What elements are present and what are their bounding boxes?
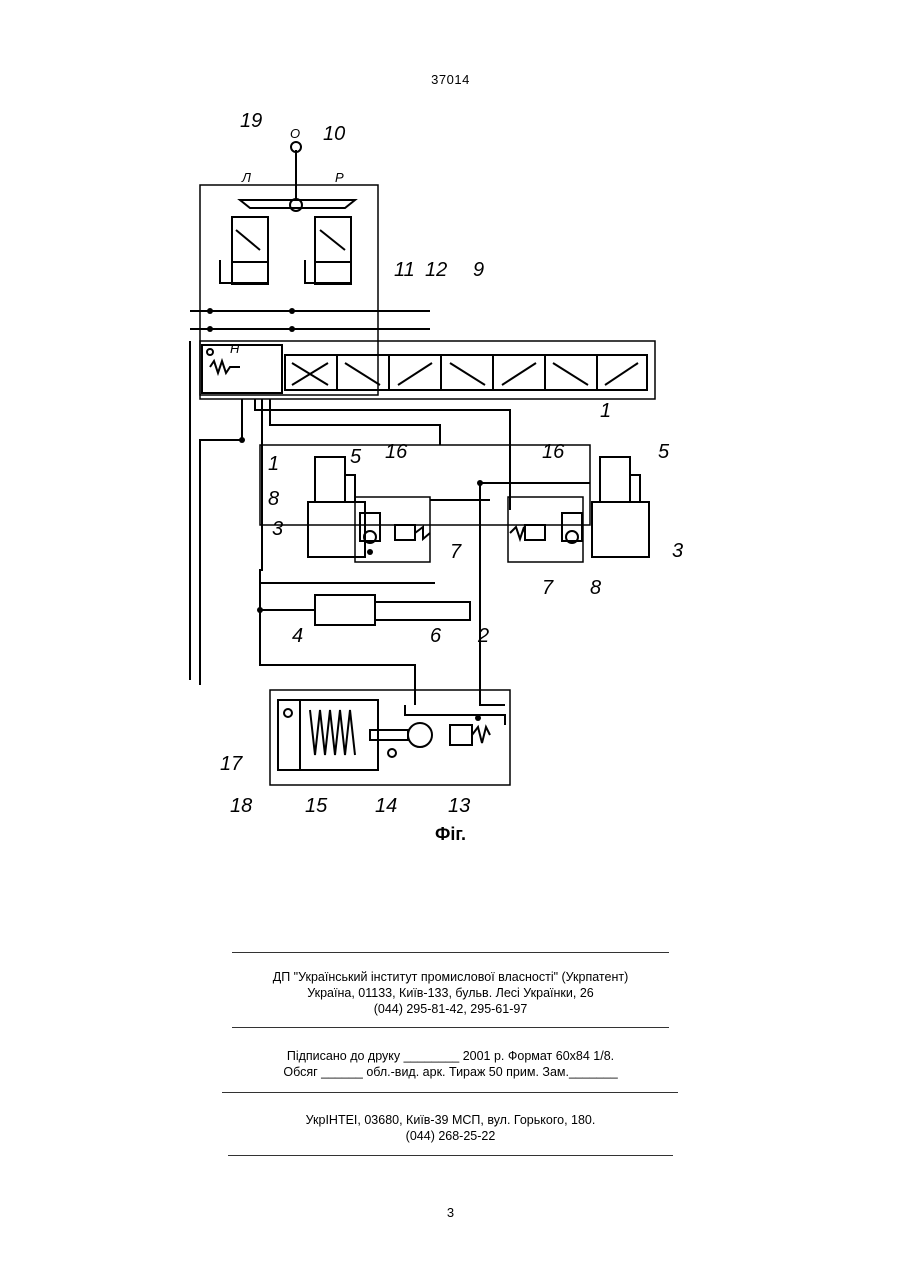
svg-text:6: 6 [430,625,442,647]
svg-text:13: 13 [448,795,470,817]
svg-text:3: 3 [272,518,283,540]
divider [222,1092,678,1093]
svg-text:11: 11 [394,259,415,281]
lever-label-left: Л [241,170,251,185]
divider [228,1155,673,1156]
print-line-2: Обсяг ______ обл.-вид. арк. Тираж 50 при… [0,1064,901,1080]
svg-text:9: 9 [473,259,484,281]
svg-text:7: 7 [542,577,554,599]
figure-caption: Фіг. [0,824,901,845]
page-number-top: 37014 [0,72,901,87]
svg-text:2: 2 [477,625,489,647]
svg-text:3: 3 [672,540,683,562]
divider [232,952,669,953]
lever-label-right: Р [335,170,344,185]
svg-text:5: 5 [658,441,670,463]
lever-label-top: О [290,126,300,141]
print-line-1: Підписано до друку ________ 2001 р. Форм… [0,1048,901,1064]
svg-text:7: 7 [450,541,462,563]
hydraulic-schematic: 19 10 11 12 9 1 5 3 16 7 8 1 5 16 8 3 7 … [180,105,720,825]
publisher-line-3: (044) 295-81-42, 295-61-97 [0,1001,901,1017]
svg-text:16: 16 [542,441,565,463]
svg-text:1: 1 [600,400,611,422]
svg-text:19: 19 [240,110,262,132]
svg-text:10: 10 [323,123,345,145]
publisher-line-2: Україна, 01133, Київ-133, бульв. Лесі Ук… [0,985,901,1001]
svg-text:18: 18 [230,795,252,817]
svg-text:16: 16 [385,441,408,463]
svg-text:4: 4 [292,625,303,647]
svg-text:14: 14 [375,795,397,817]
divider [232,1027,669,1028]
svg-text:12: 12 [425,259,447,281]
svg-text:15: 15 [305,795,328,817]
publisher-line-1: ДП "Український інститут промислової вла… [0,969,901,985]
svg-text:1: 1 [268,453,279,475]
svg-text:5: 5 [350,446,362,468]
printer-line-2: (044) 268-25-22 [0,1128,901,1144]
svg-text:8: 8 [268,488,279,510]
printer-line-1: УкрІНТЕІ, 03680, Київ-39 МСП, вул. Горьк… [0,1112,901,1128]
page-number-bottom: 3 [0,1205,901,1220]
lever-label-neutral: Н [230,341,240,356]
svg-text:17: 17 [220,753,243,775]
svg-text:8: 8 [590,577,601,599]
